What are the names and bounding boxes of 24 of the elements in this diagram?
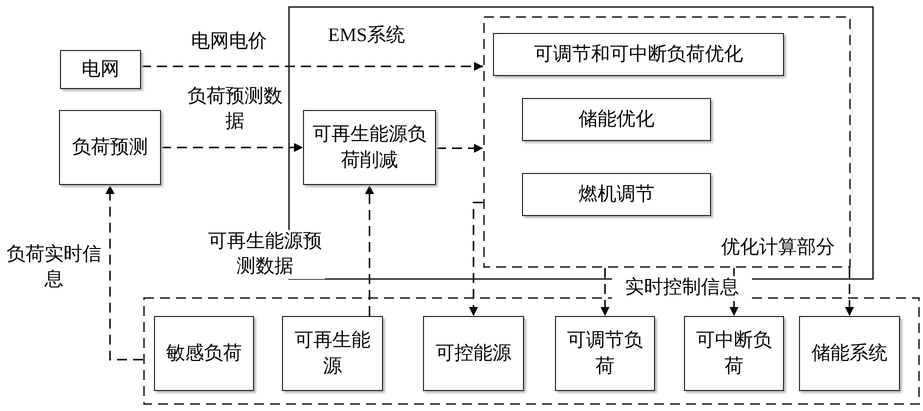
process-box: 可再生能源: [282, 316, 383, 391]
arrow: [469, 202, 483, 316]
edge-label: 实时控制信息: [612, 276, 752, 301]
process-box: 可调节负荷: [555, 316, 655, 391]
process-box: 电网: [60, 50, 141, 89]
process-box: 可再生能源负荷削减: [303, 110, 436, 185]
arrow: [106, 185, 143, 360]
arrow: [161, 143, 303, 152]
process-box: 可中断负荷: [684, 316, 784, 391]
arrow: [141, 62, 483, 71]
arrow: [845, 268, 854, 316]
process-box: 燃机调节: [522, 173, 711, 216]
arrow: [600, 268, 610, 316]
group-heading: EMS系统: [328, 24, 406, 48]
process-box: 负荷预测: [59, 110, 161, 185]
process-box: 储能优化: [522, 98, 711, 141]
edge-label: 可再生能源预测数据: [205, 230, 325, 280]
arrow: [436, 144, 483, 153]
process-box: 敏感负荷: [154, 316, 254, 391]
group-heading: 优化计算部分: [721, 236, 835, 260]
process-box: 可调节和可中断负荷优化: [493, 33, 784, 76]
process-box: 储能系统: [799, 316, 900, 391]
process-box: 可控能源: [423, 316, 524, 391]
arrow: [365, 185, 374, 316]
